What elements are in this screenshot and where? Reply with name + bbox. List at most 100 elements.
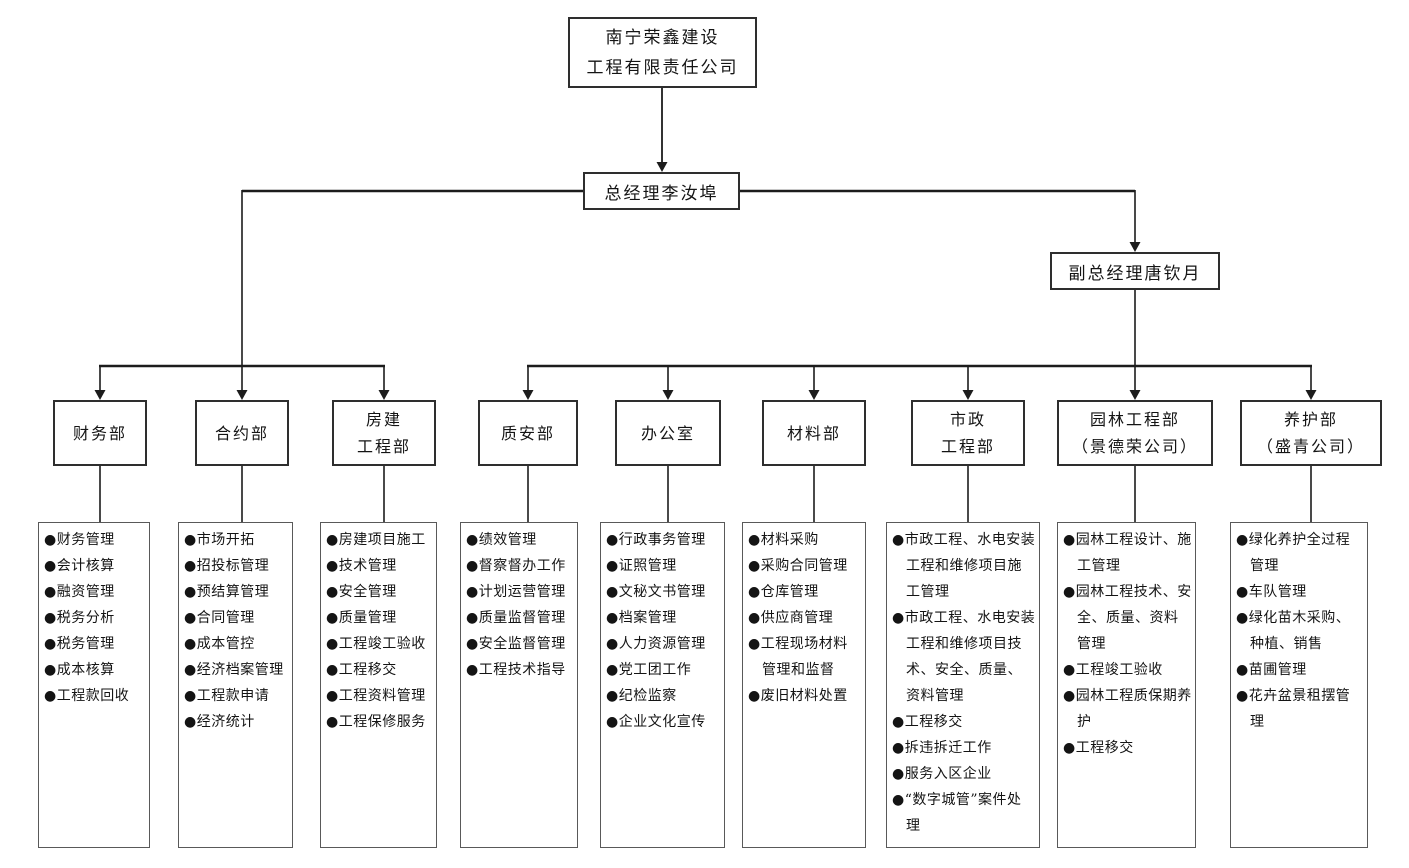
duty-text: 成本核算 <box>56 662 115 678</box>
duty-text: 党工团工作 <box>618 662 692 678</box>
bullet-icon: ● <box>466 662 479 678</box>
bullet-icon: ● <box>1063 740 1076 756</box>
general-manager-box: 总经理李汝埠 <box>583 172 740 210</box>
bullet-icon: ● <box>44 636 57 652</box>
duty-text: “数字城管”案件处理 <box>904 792 1022 834</box>
duty-text: 服务入区企业 <box>904 766 992 782</box>
department-title: （盛青公司） <box>1256 437 1365 456</box>
duty-item: ●工程移交 <box>326 657 433 683</box>
duty-text: 采购合同管理 <box>760 558 848 574</box>
duty-text: 市政工程、水电安装工程和维修项目施工管理 <box>904 532 1036 600</box>
duty-item: ●融资管理 <box>44 579 146 605</box>
bullet-icon: ● <box>44 584 57 600</box>
duty-item: ●工程移交 <box>892 709 1036 735</box>
bullet-icon: ● <box>326 714 339 730</box>
bullet-icon: ● <box>466 558 479 574</box>
bullet-icon: ● <box>466 610 479 626</box>
bullet-icon: ● <box>184 610 197 626</box>
duty-text: 园林工程质保期养护 <box>1075 688 1192 730</box>
bullet-icon: ● <box>184 584 197 600</box>
duty-item: ●材料采购 <box>748 527 862 553</box>
duty-text: 工程技术指导 <box>478 662 566 678</box>
duty-text: 纪检监察 <box>618 688 677 704</box>
duty-item: ●绿化养护全过程管理 <box>1236 527 1364 579</box>
duty-item: ●档案管理 <box>606 605 721 631</box>
department-box: 合约部 <box>195 400 289 466</box>
duty-text: 工程保修服务 <box>338 714 426 730</box>
bullet-icon: ● <box>184 636 197 652</box>
department-box: 房建工程部 <box>332 400 436 466</box>
duty-item: ●成本核算 <box>44 657 146 683</box>
duty-text: 材料采购 <box>760 532 819 548</box>
bullet-icon: ● <box>606 584 619 600</box>
department-title: 质安部 <box>500 423 555 443</box>
duty-text: 经济档案管理 <box>196 662 284 678</box>
bullet-icon: ● <box>184 714 197 730</box>
bullet-icon: ● <box>606 610 619 626</box>
duty-item: ●税务管理 <box>44 631 146 657</box>
duty-text: 财务管理 <box>56 532 115 548</box>
duty-item: ●仓库管理 <box>748 579 862 605</box>
duty-text: 苗圃管理 <box>1248 662 1307 678</box>
bullet-icon: ● <box>606 688 619 704</box>
bullet-icon: ● <box>606 714 619 730</box>
duty-item: ●采购合同管理 <box>748 553 862 579</box>
bullet-icon: ● <box>184 558 197 574</box>
duty-item: ●工程款申请 <box>184 683 289 709</box>
department-box: 材料部 <box>762 400 866 466</box>
department-duties-box: ●市场开拓●招投标管理●预结算管理●合同管理●成本管控●经济档案管理●工程款申请… <box>178 522 293 848</box>
duty-text: 证照管理 <box>618 558 677 574</box>
duty-item: ●园林工程设计、施工管理 <box>1063 527 1192 579</box>
duty-item: ●园林工程技术、安全、质量、资料管理 <box>1063 579 1192 657</box>
bullet-icon: ● <box>892 766 905 782</box>
bullet-icon: ● <box>606 662 619 678</box>
duty-item: ●绿化苗木采购、种植、销售 <box>1236 605 1364 657</box>
duty-item: ●督察督办工作 <box>466 553 574 579</box>
duty-text: 工程资料管理 <box>338 688 426 704</box>
bullet-icon: ● <box>748 584 761 600</box>
bullet-icon: ● <box>44 662 57 678</box>
duty-item: ●工程竣工验收 <box>326 631 433 657</box>
duty-text: 计划运营管理 <box>478 584 566 600</box>
duty-text: 安全监督管理 <box>478 636 566 652</box>
duty-text: 废旧材料处置 <box>760 688 848 704</box>
duty-item: ●技术管理 <box>326 553 433 579</box>
duty-text: 预结算管理 <box>196 584 270 600</box>
company-root-box: 南宁荣鑫建设 工程有限责任公司 <box>568 17 757 88</box>
duty-text: 市场开拓 <box>196 532 255 548</box>
duty-item: ●行政事务管理 <box>606 527 721 553</box>
bullet-icon: ● <box>184 688 197 704</box>
duty-item: ●党工团工作 <box>606 657 721 683</box>
bullet-icon: ● <box>326 636 339 652</box>
department-title: 材料部 <box>786 423 841 443</box>
duty-item: ●证照管理 <box>606 553 721 579</box>
department-title: 工程部 <box>940 437 995 456</box>
duty-text: 会计核算 <box>56 558 115 574</box>
duty-text: 工程款申请 <box>196 688 270 704</box>
bullet-icon: ● <box>44 688 57 704</box>
department-title: 市政 <box>949 410 986 429</box>
bullet-icon: ● <box>892 792 905 808</box>
duty-item: ●会计核算 <box>44 553 146 579</box>
duty-text: 税务管理 <box>56 636 115 652</box>
duty-text: 供应商管理 <box>760 610 834 626</box>
duty-item: ●服务入区企业 <box>892 761 1036 787</box>
duty-text: 人力资源管理 <box>618 636 706 652</box>
duty-item: ●质量监督管理 <box>466 605 574 631</box>
duty-item: ●人力资源管理 <box>606 631 721 657</box>
bullet-icon: ● <box>892 532 905 548</box>
bullet-icon: ● <box>1063 688 1076 704</box>
department-box: 园林工程部（景德荣公司） <box>1057 400 1213 466</box>
bullet-icon: ● <box>1063 662 1076 678</box>
duty-item: ●工程移交 <box>1063 735 1192 761</box>
duty-text: 质量监督管理 <box>478 610 566 626</box>
duty-text: 工程移交 <box>904 714 963 730</box>
bullet-icon: ● <box>184 662 197 678</box>
bullet-icon: ● <box>1063 532 1076 548</box>
bullet-icon: ● <box>44 610 57 626</box>
duty-item: ●预结算管理 <box>184 579 289 605</box>
duty-item: ●市政工程、水电安装工程和维修项目施工管理 <box>892 527 1036 605</box>
duty-item: ●拆违拆迁工作 <box>892 735 1036 761</box>
department-title: （景德荣公司） <box>1071 437 1198 456</box>
